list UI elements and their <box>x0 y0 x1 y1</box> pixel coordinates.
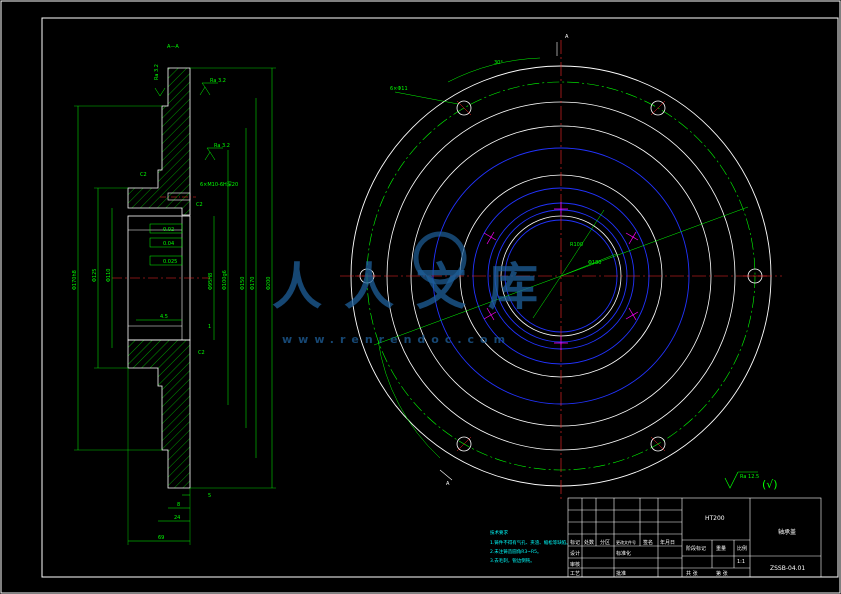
section-view: A—A Φ170h8 Φ125 Φ110 Φ95H8 <box>72 44 276 545</box>
tb-review: 审核 <box>570 561 580 568</box>
dim-inner-r: R100 <box>570 242 583 248</box>
dim-d1: Φ170h8 <box>72 270 78 290</box>
bolt-hole-left <box>355 268 379 284</box>
bolt-hole-bottom-right <box>650 436 666 452</box>
finish-ra-main: Ra 12.5 <box>740 474 759 480</box>
dim-d6: Φ150 <box>240 277 246 290</box>
title-block <box>567 497 822 578</box>
dim-d7: Φ170 <box>250 277 256 290</box>
tb-stage: 阶段标记 <box>686 545 706 552</box>
dim-d3: Φ110 <box>106 269 112 282</box>
section-body-lower <box>127 339 191 489</box>
finish-ra32-c: Ra 3.2 <box>154 64 160 80</box>
tb-count: 处数 <box>584 539 594 546</box>
dim-pcd: Φ180 <box>588 260 601 266</box>
tol-perp: 0.04 <box>163 241 174 247</box>
tb-sheets: 共 张 <box>686 570 698 577</box>
tb-zone: 分区 <box>600 539 610 546</box>
tb-design: 设计 <box>570 550 580 557</box>
tb-std: 标准化 <box>616 550 631 557</box>
tb-weight: 重量 <box>716 545 726 552</box>
angle-arc-top <box>447 57 541 83</box>
view-mark-top: A <box>565 34 569 40</box>
tb-scale: 1:1 <box>737 559 745 565</box>
tb-sheet: 第 张 <box>716 570 728 577</box>
dim-d8: Φ200 <box>266 277 272 290</box>
dim-w4: 69 <box>158 535 164 541</box>
dim-h1: 4.5 <box>160 314 168 320</box>
finish-other: (√) <box>762 478 778 491</box>
dim-w2: 8 <box>177 502 180 508</box>
dim-holes: 6×Φ11 <box>390 86 408 92</box>
finish-ra32-a: Ra 3.2 <box>210 78 226 84</box>
tb-scale-label: 比例 <box>737 545 747 552</box>
tb-date: 年月日 <box>660 539 675 546</box>
finish-ra32-b: Ra 3.2 <box>214 143 230 149</box>
tb-craft: 工艺 <box>570 571 580 577</box>
tol-runout: 0.025 <box>163 259 177 265</box>
chamfer-3: C2 <box>198 350 205 356</box>
part-name: 轴承盖 <box>778 528 796 536</box>
title-block-text: 标记 处数 分区 更改文件号 签名 年月日 设计 标准化 审核 工艺 批准 阶段… <box>570 515 805 577</box>
watermark-text: 人人文库 <box>272 258 560 316</box>
bolt-hole-top-left <box>456 100 472 116</box>
tech-req-1: 1.铸件不得有气孔、夹渣、缩松等缺陷。 <box>490 539 571 546</box>
chamfer-1: C2 <box>140 172 147 178</box>
watermark: 人人文库 www.renrendoc.com <box>272 231 560 346</box>
tol-flatness: 0.02 <box>163 227 174 233</box>
section-label: A—A <box>167 44 179 50</box>
general-finish: Ra 12.5 (√) <box>724 471 778 491</box>
tech-req-title: 技术要求 <box>490 529 508 536</box>
hole-note: 6×M10-6H深20 <box>200 181 238 188</box>
tb-mark: 标记 <box>570 539 580 546</box>
view-mark-bottom: A <box>446 481 450 487</box>
watermark-url: www.renrendoc.com <box>282 333 511 346</box>
dim-angle: 30° <box>494 60 503 66</box>
tech-requirements: 技术要求 1.铸件不得有气孔、夹渣、缩松等缺陷。 2.未注铸造圆角R3~R5。 … <box>490 529 571 564</box>
watermark-logo-icon <box>413 231 467 285</box>
threaded-hole <box>167 192 191 201</box>
dim-d4: Φ95H8 <box>208 273 214 290</box>
dim-w1: 5 <box>208 493 211 499</box>
dim-h2: 1 <box>208 324 211 330</box>
drawing-no: ZSSB-04.01 <box>770 565 805 572</box>
dim-w3: 24 <box>174 515 180 521</box>
bolt-hole-bottom-left <box>456 436 472 452</box>
front-view: R100 Φ180 30° 6×Φ11 A A <box>340 34 782 500</box>
tech-req-3: 3.去毛刺，锐边倒钝。 <box>490 557 535 564</box>
dim-d5: Φ100g6 <box>222 270 228 290</box>
dim-d2: Φ125 <box>92 269 98 282</box>
tb-sign: 签名 <box>643 539 653 546</box>
tb-approve: 批准 <box>616 570 626 577</box>
chamfer-2: C2 <box>196 202 203 208</box>
angle-arc-left <box>377 339 441 459</box>
tb-doc: 更改文件号 <box>616 539 636 545</box>
tech-req-2: 2.未注铸造圆角R3~R5。 <box>490 548 542 555</box>
bolt-hole-right <box>743 268 767 284</box>
bolt-hole-top-right <box>650 100 666 116</box>
material: HT200 <box>705 515 725 522</box>
inner-frame <box>41 17 839 578</box>
